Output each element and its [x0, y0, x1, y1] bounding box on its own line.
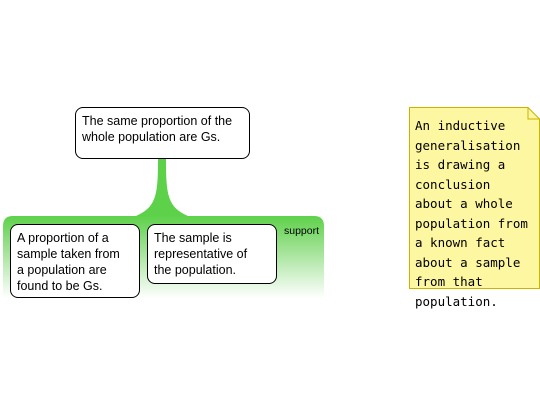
- note-text[interactable]: An inductive generalisation is drawing a…: [415, 118, 528, 309]
- claim-box[interactable]: The same proportion of the whole populat…: [75, 107, 250, 159]
- support-connector: [136, 159, 188, 216]
- reason-box-representative[interactable]: The sample is representative of the popu…: [147, 224, 277, 284]
- support-label: support: [284, 225, 320, 237]
- sticky-note-fold: [527, 107, 540, 120]
- reason-box-sample[interactable]: A proportion of a sample taken from a po…: [10, 224, 140, 298]
